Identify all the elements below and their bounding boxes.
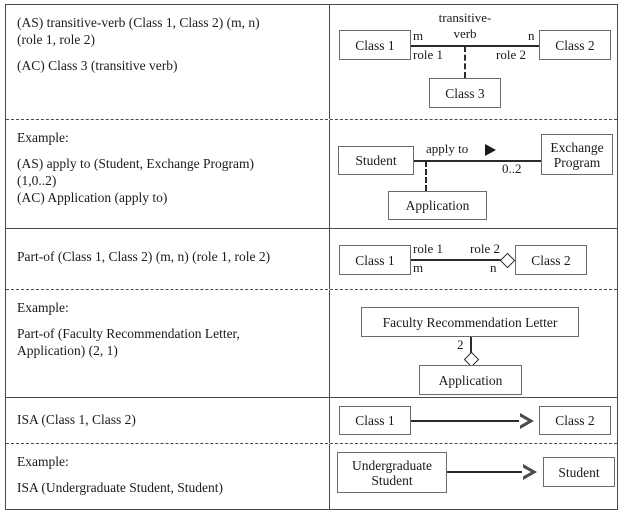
multiplicity-target-label: n: [490, 260, 497, 275]
rule-text-line: (AS) transitive-verb (Class 1, Class 2) …: [17, 15, 260, 30]
example-text-line: (AC) Application (apply to): [17, 190, 168, 205]
aggregation-diamond-icon: [499, 252, 516, 269]
table-row: Example: Part-of (Faculty Recommendation…: [6, 290, 617, 397]
table-row: ISA (Class 1, Class 2) Class 1 Class 2: [6, 398, 617, 443]
faculty-recommendation-letter-box[interactable]: Faculty Recommendation Letter: [361, 307, 579, 337]
navigability-arrow-icon: [485, 144, 496, 156]
rule-text-line: (role 1, role 2): [17, 32, 95, 47]
row-divider-solid: [6, 397, 617, 398]
row-divider-dashed: [6, 443, 617, 444]
example-text-cell: Example: (AS) apply to (Student, Exchang…: [6, 120, 329, 228]
role-source-label: role 1: [413, 47, 443, 62]
row-divider-solid: [6, 228, 617, 229]
example-text-line: Part-of (Faculty Recommendation Letter,: [17, 326, 240, 341]
exchange-program-box[interactable]: Exchange Program: [541, 134, 613, 175]
association-name-label: transitive-: [422, 11, 508, 25]
student-box[interactable]: Student: [543, 457, 615, 487]
rule-text-line: Part-of (Class 1, Class 2) (m, n) (role …: [17, 249, 271, 264]
student-label: Student: [355, 153, 397, 168]
rule-text-line: (AC) Class 3 (transitive verb): [17, 58, 178, 73]
association-name-label-2: verb: [422, 27, 508, 41]
generalization-arrow-icon: [522, 464, 537, 480]
exchange-program-label-line2: Program: [553, 154, 601, 170]
undergraduate-student-label-line1: Undergraduate: [352, 457, 432, 473]
row-divider-dashed: [6, 119, 617, 120]
rule-text-line: ISA (Class 1, Class 2): [17, 412, 136, 427]
rule-text-cell: (AS) transitive-verb (Class 1, Class 2) …: [6, 5, 329, 119]
rule-text-cell: ISA (Class 1, Class 2): [6, 398, 329, 443]
class-2-box[interactable]: Class 2: [539, 406, 611, 435]
diagram-cell: Class 1 Class 2 role 1 role 2 m n: [329, 229, 617, 289]
application-box[interactable]: Application: [419, 365, 522, 395]
association-name-line2: verb: [453, 26, 477, 41]
application-label: Application: [438, 372, 503, 388]
example-text-line: Application) (2, 1): [17, 343, 118, 358]
generalization-line: [410, 420, 522, 422]
application-box[interactable]: Application: [388, 191, 487, 220]
association-class-link: [425, 161, 427, 191]
class-2-label: Class 2: [555, 413, 595, 428]
diagram-cell: apply to Student Exchange Program Applic…: [329, 120, 617, 228]
example-heading: Example:: [17, 300, 69, 315]
undergraduate-student-label-line2: Student: [371, 472, 413, 488]
aggregation-line: [410, 259, 505, 261]
example-text-cell: Example: ISA (Undergraduate Student, Stu…: [6, 444, 329, 509]
text-gap: [17, 316, 319, 325]
role-source-label: role 1: [413, 241, 443, 256]
table-row: Example: (AS) apply to (Student, Exchang…: [6, 120, 617, 228]
multiplicity-target-label: n: [528, 28, 535, 43]
association-name-label: apply to: [426, 141, 469, 156]
aggregation-line: [470, 337, 472, 358]
class-2-label: Class 2: [555, 37, 595, 53]
class-2-box[interactable]: Class 2: [515, 245, 587, 275]
example-heading: Example:: [17, 130, 69, 145]
class-2-label: Class 2: [531, 252, 571, 268]
student-box[interactable]: Student: [338, 146, 414, 175]
faculty-recommendation-letter-label: Faculty Recommendation Letter: [382, 314, 558, 330]
multiplicity-source-label: m: [413, 28, 424, 43]
table-row: (AS) transitive-verb (Class 1, Class 2) …: [6, 5, 617, 119]
text-gap: [17, 146, 319, 155]
multiplicity-source-label: 2: [457, 337, 464, 352]
row-divider-dashed: [6, 289, 617, 290]
role-target-label: role 2: [496, 47, 526, 62]
class-3-box[interactable]: Class 3: [429, 78, 501, 108]
diagram-cell: Class 1 Class 2: [329, 398, 617, 443]
example-text-cell: Example: Part-of (Faculty Recommendation…: [6, 290, 329, 397]
association-name-line1: transitive-: [438, 10, 492, 25]
diagram-cell: transitive- verb Class 1 Class 2 Class 3…: [329, 5, 617, 119]
multiplicity-source-label: m: [413, 260, 424, 275]
table-row: Example: ISA (Undergraduate Student, Stu…: [6, 444, 617, 509]
class-1-label: Class 1: [355, 252, 395, 268]
rule-text-cell: Part-of (Class 1, Class 2) (m, n) (role …: [6, 229, 329, 289]
multiplicity-target-label: 0..2: [502, 161, 522, 176]
role-target-label: role 2: [470, 241, 500, 256]
class-1-box[interactable]: Class 1: [339, 245, 411, 275]
example-text-line: (AS) apply to (Student, Exchange Program…: [17, 156, 254, 171]
exchange-program-label-line1: Exchange: [550, 139, 604, 155]
class-1-box[interactable]: Class 1: [339, 30, 411, 60]
association-line: [410, 45, 540, 47]
student-label: Student: [558, 464, 600, 480]
example-heading: Example:: [17, 454, 69, 469]
class-3-label: Class 3: [445, 85, 485, 101]
text-gap: [17, 470, 319, 479]
undergraduate-student-box[interactable]: Undergraduate Student: [337, 452, 447, 493]
example-text-line: ISA (Undergraduate Student, Student): [17, 480, 223, 495]
association-class-link: [464, 46, 466, 78]
class-1-label: Class 1: [355, 37, 395, 53]
notation-table: (AS) transitive-verb (Class 1, Class 2) …: [5, 4, 618, 510]
class-2-box[interactable]: Class 2: [539, 30, 611, 60]
generalization-arrow-icon: [519, 413, 534, 429]
class-1-label: Class 1: [355, 413, 395, 428]
association-line: [409, 160, 546, 162]
class-1-box[interactable]: Class 1: [339, 406, 411, 435]
application-label: Application: [405, 198, 470, 213]
generalization-line: [445, 471, 525, 473]
table-row: Part-of (Class 1, Class 2) (m, n) (role …: [6, 229, 617, 289]
text-gap: [17, 48, 319, 57]
diagram-cell: Faculty Recommendation Letter 2 Applicat…: [329, 290, 617, 397]
example-text-line: (1,0..2): [17, 173, 57, 188]
diagram-cell: Undergraduate Student Student: [329, 444, 617, 509]
